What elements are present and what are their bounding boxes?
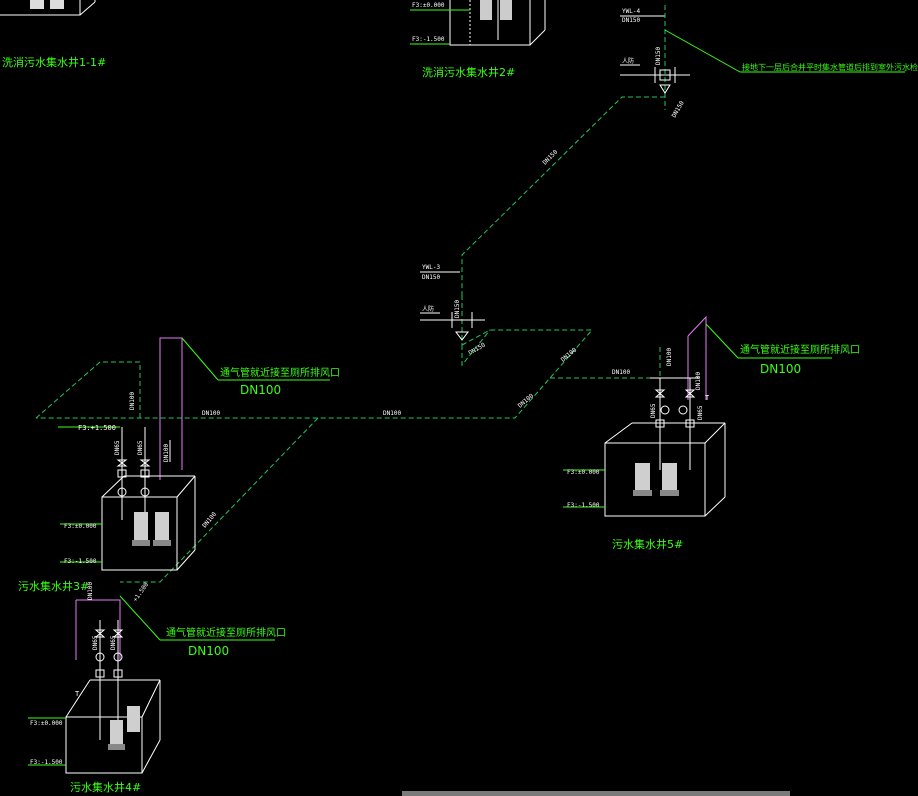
pit-4-level-bottom: F3:-1.500 (30, 759, 63, 766)
pit-4-t-mark: T (75, 690, 80, 698)
dn65-pit3-a: DN65 (114, 440, 121, 455)
ywl-4-inlet: 人防 (622, 57, 634, 65)
ywl-3-inlet: 人防 (422, 305, 434, 313)
pit-5-level-top: F3:±0.000 (567, 469, 600, 476)
dn150-upper-diag: DN150 (541, 148, 559, 166)
ywl-3-tag: YWL-3 (422, 264, 440, 271)
ywl-3-size: DN150 (422, 274, 440, 281)
pit-4: 通气管就近接至厕所排风口 DN100 +1.500 DN100 DN65 DN6… (28, 581, 286, 794)
dn100-pit5-riser: DN100 (666, 348, 673, 366)
pit-1-1: 洗消污水集水井1-1# (0, 0, 106, 69)
pit-3-level-bottom: F3:-1.500 (64, 558, 97, 565)
pit-5-t-mark: T (705, 394, 710, 402)
dn150-riser-3: DN150 (454, 300, 461, 318)
pit-3: 通气管就近接至厕所排风口 DN100 DN65 DN65 DN100 F3:±0… (18, 337, 340, 593)
dn65-pit4-a: DN65 (92, 635, 99, 650)
dn150-riser-4: DN150 (655, 47, 662, 65)
dn100-main-right: DN100 (383, 410, 401, 417)
dn65-pit3-b: DN65 (137, 440, 144, 455)
dn100-mid-b: DN100 (517, 392, 536, 409)
pit-2-level-top: F3:±0.000 (412, 2, 445, 9)
pit-5-name: 污水集水井5# (612, 537, 683, 551)
pit-4-vent-size: DN100 (188, 644, 229, 658)
pit-3-level-top: F3:±0.000 (64, 523, 97, 530)
pit-5: 通气管就近接至厕所排风口 DN100 DN100 DN100 DN65 DN65… (563, 315, 860, 551)
pit-3-name: 污水集水井3# (18, 579, 89, 593)
dn65-pit4-b: DN65 (110, 635, 117, 650)
dn65-pit5-a: DN65 (650, 403, 657, 418)
pit-3-vent-size: DN100 (240, 383, 281, 397)
dn150-riser-4b: DN150 (671, 100, 686, 119)
pit-3-vent-note: 通气管就近接至厕所排风口 (220, 366, 340, 379)
pit-2-name: 洗消污水集水井2# (422, 65, 515, 79)
pit-1-1-name: 洗消污水集水井1-1# (2, 55, 106, 69)
ywl-4-size: DN150 (622, 17, 640, 24)
dn100-pit3-vent: DN100 (163, 444, 170, 462)
pit-4-name: 污水集水井4# (70, 780, 141, 794)
dn100-main-left: DN100 (202, 410, 220, 417)
dn65-pit5-b: DN65 (697, 405, 704, 420)
pit-2-level-bottom: F3:-1.500 (412, 36, 445, 43)
top-discharge-note: 接地下一层后合并平时集水管道后排到室外污水检查井 (742, 62, 918, 72)
dn100-pit5-vent: DN100 (695, 372, 702, 390)
pit-4-level-top: F3:±0.000 (30, 720, 63, 727)
dn100-pit4-vent: DN100 (87, 582, 94, 600)
dn100-pit5-branch: DN100 (612, 369, 630, 376)
riser-ywl-4: YWL-4 DN150 人防 DN150 接地下一层后合并平时集水管道后排到室外… (620, 5, 918, 119)
elevation-main: F3:+1.500 (78, 424, 116, 432)
horizontal-scrollbar[interactable] (402, 791, 790, 796)
dn100-mid-a: DN100 (560, 346, 579, 363)
riser-ywl-3: YWL-3 DN150 人防 DN150 DN150 (420, 264, 487, 357)
pit-5-vent-note: 通气管就近接至厕所排风口 (740, 343, 860, 356)
ywl-4-tag: YWL-4 (622, 8, 640, 15)
pit-5-vent-size: DN100 (760, 362, 801, 376)
dn100-pit3-riser: DN100 (129, 392, 136, 410)
pit-4-elevation: +1.500 (132, 581, 150, 603)
main-drain-horizontal: DN100 DN100 DN100 DN100 DN100 DN100 DN10… (35, 329, 661, 583)
dn100-pit4-diag: DN100 (201, 511, 218, 530)
pit-2: F3:±0.000 F3:-1.500 洗消污水集水井2# (410, 0, 546, 79)
main-drain-upper: DN150 (461, 96, 665, 295)
pit-5-level-bottom: F3:-1.500 (567, 502, 600, 509)
pit-4-vent-note: 通气管就近接至厕所排风口 (166, 626, 286, 639)
